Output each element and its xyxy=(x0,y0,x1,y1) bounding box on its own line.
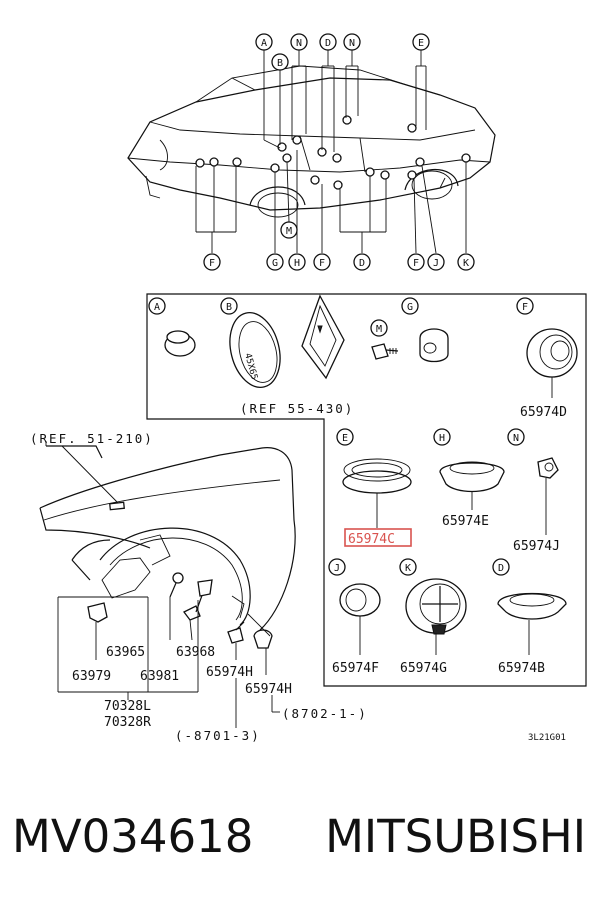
part-number-65974C[interactable]: 65974C xyxy=(348,532,395,547)
fender-leader-lines xyxy=(57,596,280,728)
plug-a: A xyxy=(148,297,196,357)
svg-text:F: F xyxy=(413,258,419,269)
part-number-65974G: 65974G xyxy=(400,661,447,676)
callout-m-car: M xyxy=(280,221,298,239)
part-number-65974H-2: 65974H xyxy=(245,682,292,697)
grommet-h: H xyxy=(433,428,505,510)
parts-frame xyxy=(146,293,587,687)
callout-a-top: A xyxy=(255,33,273,51)
callout-h-1: H xyxy=(288,253,306,271)
nut-n: N xyxy=(507,428,559,535)
grommet-f: F xyxy=(516,297,578,398)
svg-text:N: N xyxy=(349,38,355,49)
svg-text:K: K xyxy=(405,563,411,574)
svg-text:A: A xyxy=(261,38,267,49)
part-number-65974H-1: 65974H xyxy=(206,665,253,680)
bolt-m: M xyxy=(370,319,399,360)
callout-f-3: F xyxy=(407,253,425,271)
parts-diagram: A B N D N E F M G H F D F J K A B 45X65 xyxy=(30,33,587,743)
svg-text:F: F xyxy=(209,258,215,269)
grommet-j: J xyxy=(328,558,381,655)
svg-text:G: G xyxy=(407,302,413,313)
svg-text:H: H xyxy=(439,433,445,444)
drawing-code: 3L21G01 xyxy=(528,733,566,743)
highlight-box-65974C xyxy=(344,528,412,547)
callout-b-top: B xyxy=(271,53,289,71)
svg-text:J: J xyxy=(334,563,340,574)
part-number-65974J: 65974J xyxy=(513,539,560,554)
plug-b: B 45X65 xyxy=(220,294,345,388)
callout-e-top: E xyxy=(412,33,430,51)
part-number-65974F: 65974F xyxy=(332,661,379,676)
date-range-8701: (-8701-3) xyxy=(175,728,261,743)
svg-text:H: H xyxy=(294,258,300,269)
part-number-70328R: 70328R xyxy=(104,715,151,730)
part-number-65974B: 65974B xyxy=(498,661,545,676)
callout-f-1: F xyxy=(203,253,221,271)
part-number-70328L: 70328L xyxy=(104,699,151,714)
callout-n-top-2: N xyxy=(343,33,361,51)
callout-f-2: F xyxy=(313,253,331,271)
part-number-65974D: 65974D xyxy=(520,405,567,420)
svg-text:M: M xyxy=(286,226,292,237)
part-number-63968: 63968 xyxy=(176,645,215,660)
callout-d-top: D xyxy=(319,33,337,51)
grommet-e: E xyxy=(336,428,412,528)
callout-n-top-1: N xyxy=(290,33,308,51)
callout-g-1: G xyxy=(266,253,284,271)
fender-illustration xyxy=(39,441,296,649)
svg-text:K: K xyxy=(463,258,469,269)
svg-text:A: A xyxy=(154,302,160,313)
car-body-illustration xyxy=(127,65,496,218)
callout-j-1: J xyxy=(427,253,445,271)
svg-text:B: B xyxy=(226,302,232,313)
svg-text:F: F xyxy=(522,302,528,313)
svg-text:D: D xyxy=(359,258,365,269)
footer-brand: MITSUBISHI xyxy=(325,809,586,863)
part-number-63965: 63965 xyxy=(106,645,145,660)
svg-text:G: G xyxy=(272,258,278,269)
ref-55-430: (REF 55-430) xyxy=(240,401,354,416)
svg-text:N: N xyxy=(513,433,519,444)
top-callouts: A B N D N E xyxy=(255,33,430,71)
svg-text:E: E xyxy=(342,433,348,444)
plug-g: G xyxy=(401,297,449,363)
ref-51-210: (REF. 51-210) xyxy=(30,431,154,446)
svg-text:B: B xyxy=(277,58,283,69)
svg-text:N: N xyxy=(296,38,302,49)
part-number-63979: 63979 xyxy=(72,669,111,684)
part-number-65974E: 65974E xyxy=(442,514,489,529)
callout-k-1: K xyxy=(457,253,475,271)
part-number-63981: 63981 xyxy=(140,669,179,684)
svg-text:F: F xyxy=(319,258,325,269)
svg-text:D: D xyxy=(325,38,331,49)
date-range-8702: (8702-1-) xyxy=(282,706,368,721)
svg-text:M: M xyxy=(376,324,382,335)
top-leader-lines xyxy=(195,50,467,254)
product-footer: MV034618 MITSUBISHI xyxy=(0,800,600,872)
grommet-k: K xyxy=(399,558,467,655)
bottom-callouts: F M G H F D F J K xyxy=(203,221,475,271)
svg-text:D: D xyxy=(498,563,504,574)
grommet-d: D xyxy=(492,558,567,655)
callout-d-1: D xyxy=(353,253,371,271)
svg-text:J: J xyxy=(433,258,439,269)
footer-part-number: MV034618 xyxy=(12,809,254,863)
svg-text:E: E xyxy=(418,38,424,49)
